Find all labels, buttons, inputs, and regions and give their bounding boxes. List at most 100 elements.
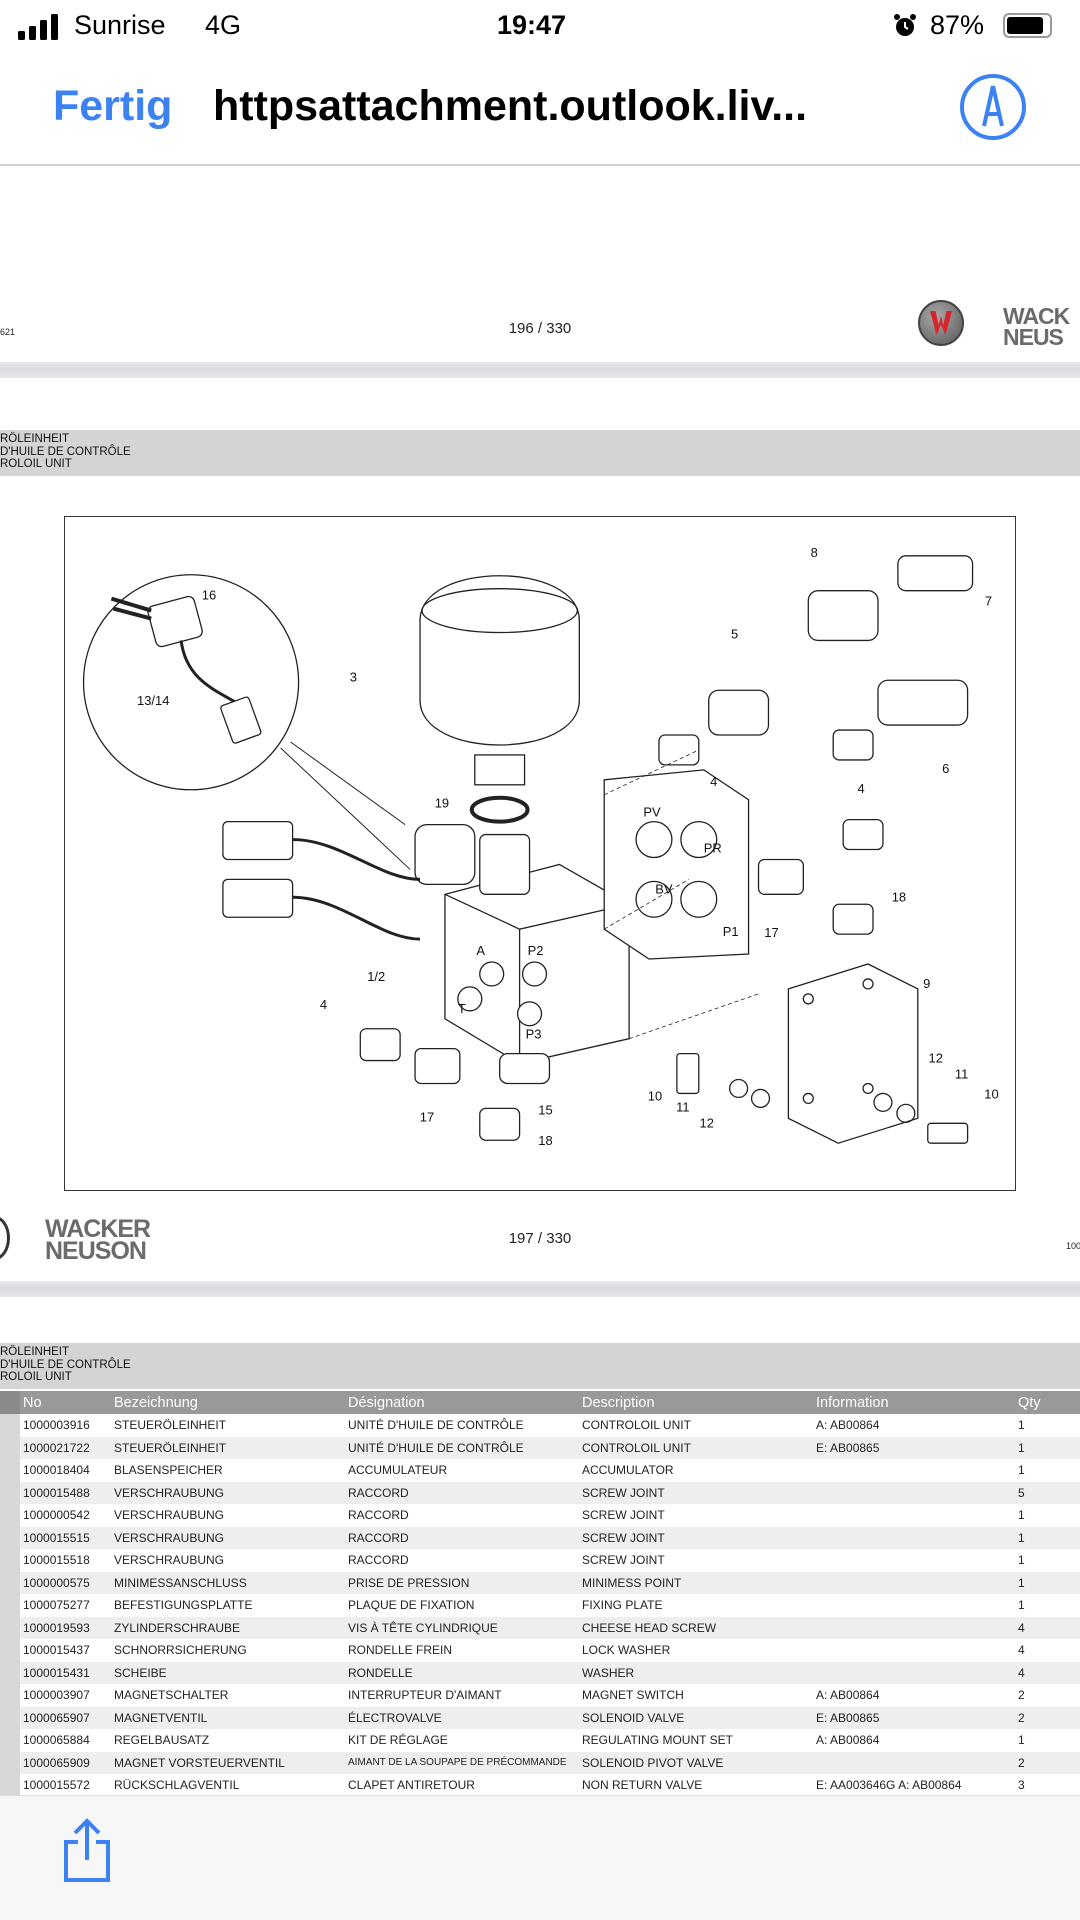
row-marker [0, 1504, 20, 1527]
callout-label: P1 [723, 924, 739, 939]
cell-bezeichnung: VERSCHRAUBUNG [114, 1485, 225, 1500]
page-number-196: 196 / 330 [508, 320, 572, 337]
row-marker [0, 1459, 20, 1482]
logo-mark-partial [0, 1216, 10, 1260]
done-button[interactable]: Fertig [53, 82, 173, 130]
cell-designation: RONDELLE [348, 1665, 413, 1680]
share-icon[interactable] [60, 1818, 114, 1884]
row-marker [0, 1414, 20, 1437]
row-marker [0, 1526, 20, 1549]
callout-label: T [458, 1001, 466, 1016]
cell-bezeichnung: VERSCHRAUBUNG [114, 1530, 225, 1545]
row-marker [0, 1481, 20, 1504]
cell-designation: PLAQUE DE FIXATION [348, 1598, 475, 1613]
cell-bezeichnung: SCHEIBE [114, 1665, 167, 1680]
callout-label: 16 [202, 588, 216, 603]
cell-description: MINIMESS POINT [582, 1575, 682, 1590]
parts-table: No Bezeichnung Désignation Description I… [0, 1391, 1080, 1795]
alignment-lines [604, 749, 759, 1040]
row-marker [0, 1729, 20, 1752]
row-marker [0, 1706, 20, 1729]
callout-label: 17 [420, 1109, 434, 1124]
callout-label: 4 [710, 774, 717, 789]
bottom-toolbar [0, 1795, 1080, 1920]
page-separator [0, 362, 1080, 378]
markup-button[interactable] [960, 74, 1026, 140]
alarm-icon [894, 14, 916, 36]
solenoid-plugs [222, 820, 421, 941]
detail-inset [82, 574, 411, 870]
cell-description: WASHER [582, 1665, 635, 1680]
cell-designation: PRISE DE PRESSION [348, 1575, 470, 1590]
cell-bezeichnung: BEFESTIGUNGSPLATTE [114, 1598, 253, 1613]
group-header-de: RÖLEINHEIT [0, 433, 70, 445]
cell-description: SCREW JOINT [582, 1553, 665, 1568]
cell-qty: 1 [1018, 1508, 1025, 1523]
status-bar: Sunrise 4G 19:47 87% [0, 0, 1080, 52]
cell-designation: KIT DE RÉGLAGE [348, 1733, 448, 1748]
battery-percent: 87% [930, 10, 985, 40]
row-marker [0, 1751, 20, 1774]
cell-description: SCREW JOINT [582, 1530, 665, 1545]
brand-line1: WACK [1003, 303, 1070, 329]
cell-designation: RACCORD [348, 1485, 409, 1500]
cell-part-number: 1000015488 [23, 1485, 90, 1500]
cell-description: CHEESE HEAD SCREW [582, 1620, 717, 1635]
callout-label: 11 [955, 1066, 968, 1081]
callout-label: 4 [320, 997, 327, 1012]
cell-qty: 1 [1018, 1553, 1025, 1568]
cell-bezeichnung: MINIMESSANSCHLUSS [114, 1575, 247, 1590]
cell-part-number: 1000003916 [23, 1418, 90, 1433]
pdf-viewer[interactable]: 621 196 / 330 WACK NEUS RÖLEINHEIT D'HUI… [0, 168, 1080, 1795]
cell-description: SCREW JOINT [582, 1485, 665, 1500]
cell-information: E: AB00865 [816, 1710, 880, 1725]
callout-label: 8 [811, 545, 818, 560]
cell-qty: 1 [1018, 1575, 1025, 1590]
cell-part-number: 1000018404 [23, 1463, 90, 1478]
cell-bezeichnung: RÜCKSCHLAGVENTIL [114, 1778, 240, 1793]
brand-line2: NEUSON [45, 1237, 147, 1265]
cell-bezeichnung: MAGNETSCHALTER [114, 1688, 229, 1703]
callout-label: A [476, 943, 485, 958]
cell-description: NON RETURN VALVE [582, 1778, 703, 1793]
brand-line1: WACKER [45, 1215, 151, 1243]
nav-bar: Fertig httpsattachment.outlook.liv... [0, 52, 1080, 166]
cell-description: SOLENOID PIVOT VALVE [582, 1755, 724, 1770]
row-marker [0, 1571, 20, 1594]
callout-label: 12 [929, 1051, 943, 1066]
cell-designation: VIS À TÊTE CYLINDRIQUE [348, 1620, 498, 1635]
cell-description: LOCK WASHER [582, 1643, 671, 1658]
cell-designation: RONDELLE FREIN [348, 1643, 453, 1658]
markup-pen-icon [982, 85, 1004, 127]
col-bezeichnung: Bezeichnung [114, 1394, 198, 1411]
cell-part-number: 1000015518 [23, 1553, 90, 1568]
cell-information: E: AB00865 [816, 1440, 880, 1455]
row-marker [0, 1549, 20, 1572]
table-row: 1000015431 SCHEIBE RONDELLE WASHER 4 [0, 1661, 1080, 1684]
cell-part-number: 1000075277 [23, 1598, 90, 1613]
cell-part-number: 1000015431 [23, 1665, 90, 1680]
callout-label: 15 [538, 1102, 552, 1117]
callout-label: 4 [857, 781, 864, 796]
cell-qty: 1 [1018, 1598, 1025, 1613]
callout-label: 17 [764, 925, 778, 940]
table-row: 1000075277 BEFESTIGUNGSPLATTE PLAQUE DE FI… [0, 1594, 1080, 1617]
cell-bezeichnung: ZYLINDERSCHRAUBE [114, 1620, 241, 1635]
cell-part-number: 1000015437 [23, 1643, 90, 1658]
cell-description: SCREW JOINT [582, 1508, 665, 1523]
network-type: 4G [205, 10, 242, 40]
cell-designation: ÉLECTROVALVE [348, 1710, 442, 1725]
cell-qty: 4 [1018, 1665, 1025, 1680]
cell-designation: UNITÉ D'HUILE DE CONTRÔLE [348, 1418, 524, 1433]
cell-information: A: AB00864 [816, 1688, 880, 1703]
cell-bezeichnung: MAGNET VORSTEUERVENTIL [114, 1755, 285, 1770]
cell-information: E: AA003646G A: AB00864 [816, 1778, 962, 1793]
cell-description: CONTROLOIL UNIT [582, 1418, 691, 1433]
